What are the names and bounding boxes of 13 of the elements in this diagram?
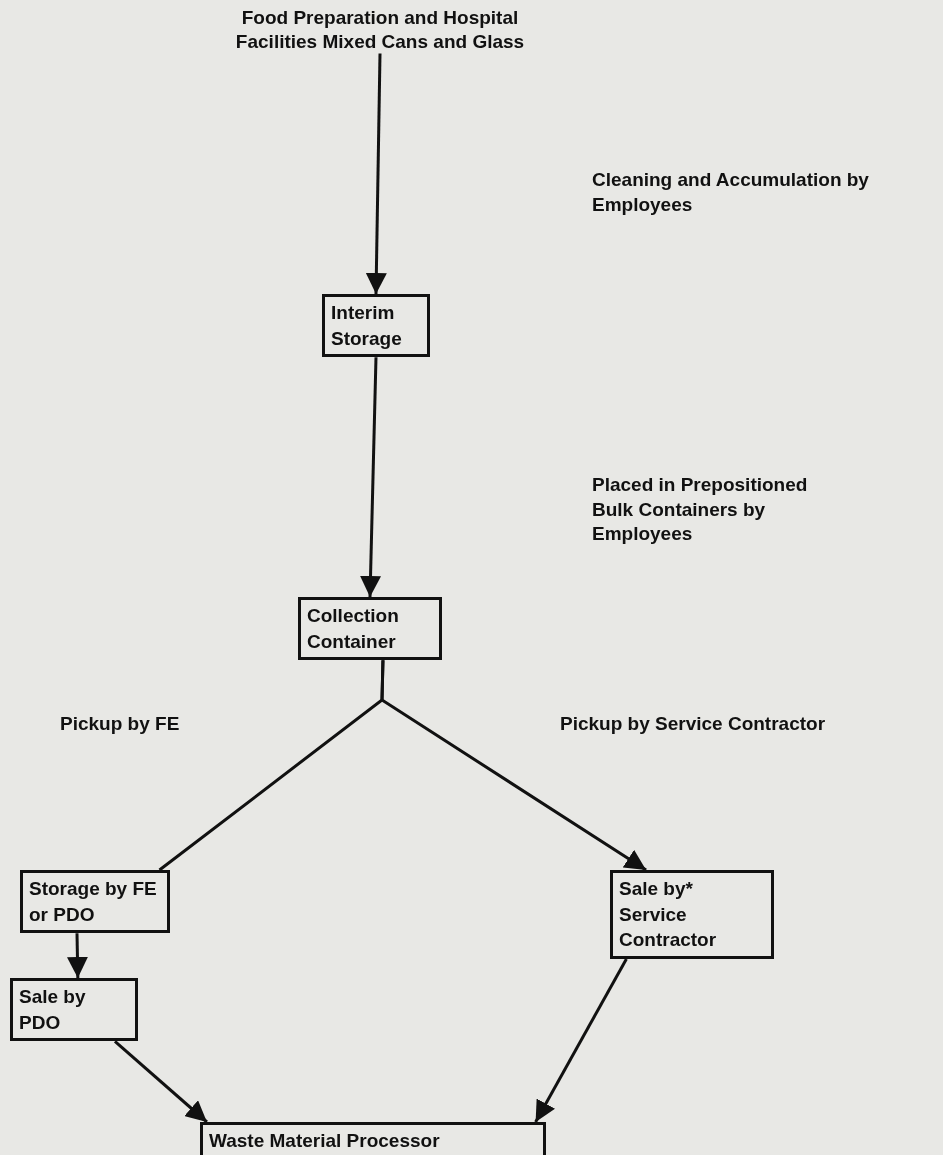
arrow xyxy=(380,660,647,872)
arrow xyxy=(365,53,387,295)
process-box: Sale by* Service Contractor xyxy=(610,870,774,959)
process-box: Collection Container xyxy=(298,597,442,661)
arrow xyxy=(113,1040,208,1124)
process-box: Interim Storage xyxy=(322,294,430,358)
process-box: Storage by FE or PDO xyxy=(20,870,170,934)
arrow xyxy=(360,357,381,598)
source-label: Food Preparation and Hospital Facilities Mixed Cans and Glass xyxy=(210,6,550,54)
process-box: Sale by PDO xyxy=(10,978,138,1042)
process-box: Waste Material Processor xyxy=(200,1122,546,1155)
arrow xyxy=(66,933,88,979)
arrow xyxy=(534,958,628,1123)
